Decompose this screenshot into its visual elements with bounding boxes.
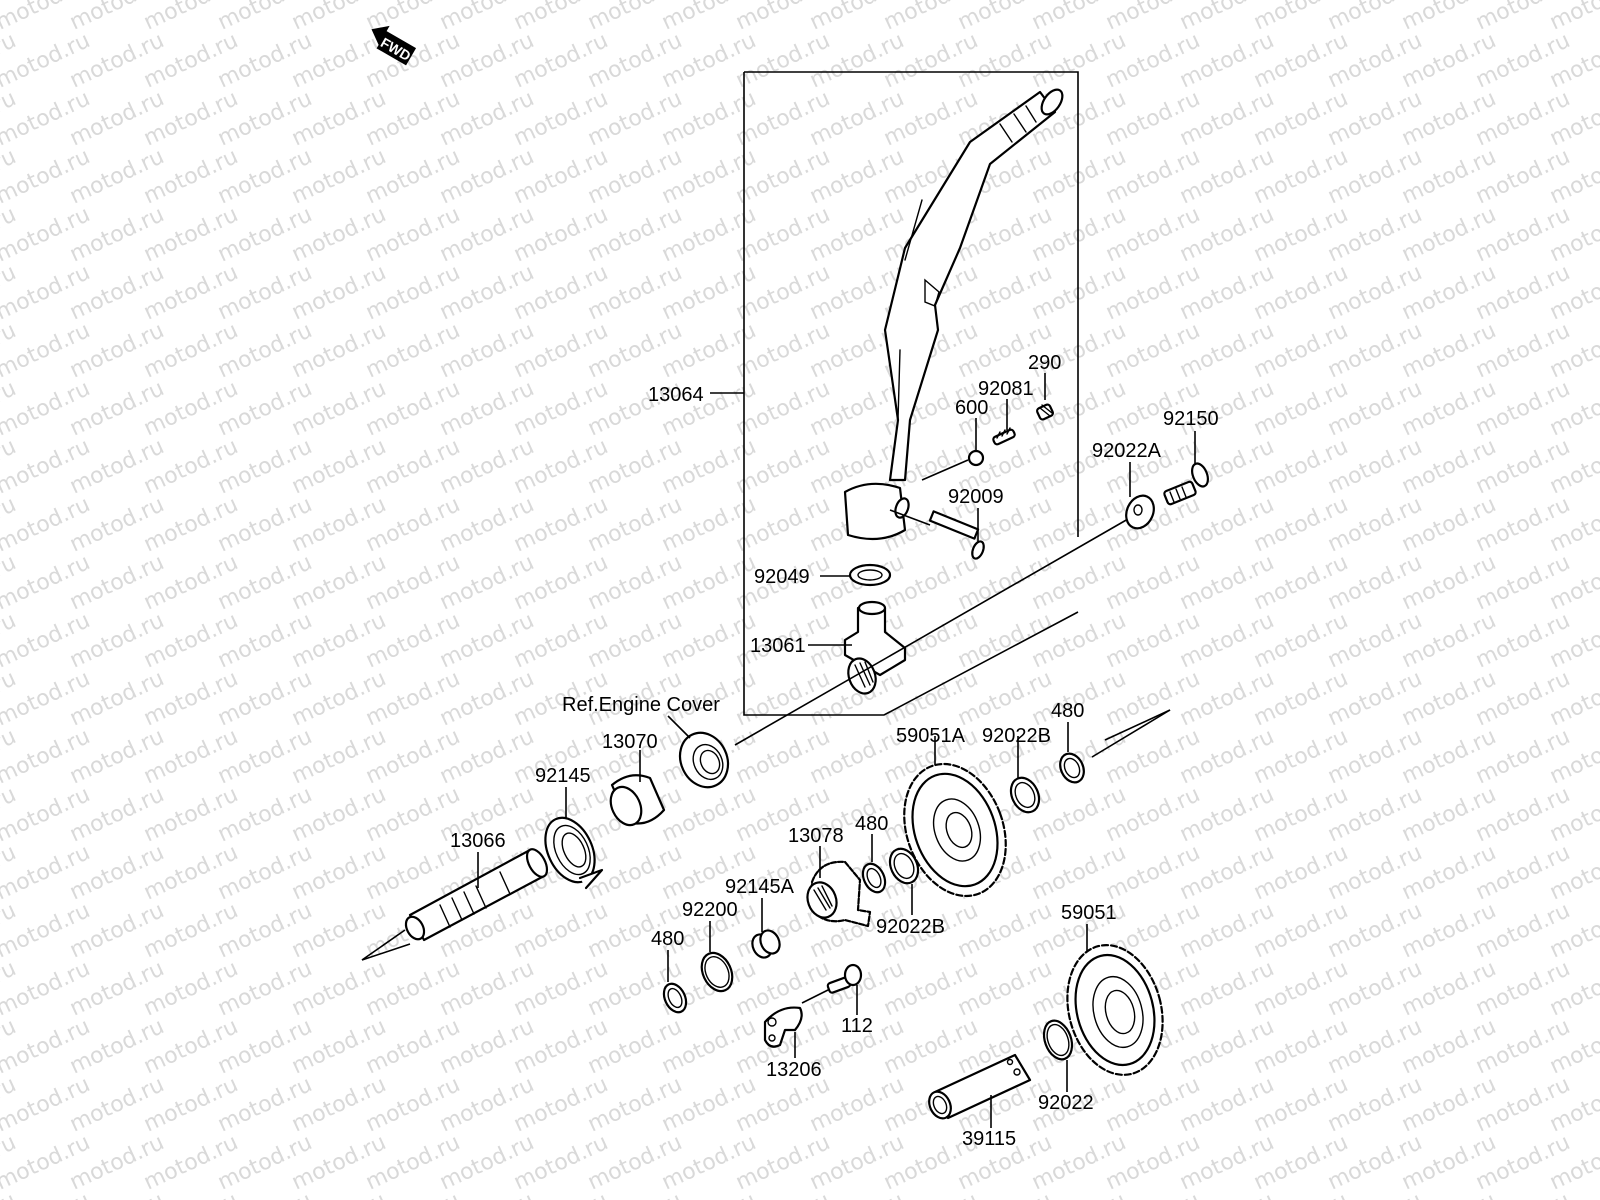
part-92022b-middle-washer bbox=[888, 847, 920, 885]
label-13078: 13078 bbox=[788, 825, 844, 847]
label-59051: 59051 bbox=[1061, 902, 1117, 924]
label-59051a: 59051A bbox=[896, 725, 966, 747]
part-92049-seal bbox=[848, 563, 892, 587]
label-290: 290 bbox=[1028, 352, 1061, 374]
label-112: 112 bbox=[841, 1015, 873, 1037]
label-13206: 13206 bbox=[766, 1059, 822, 1081]
kick-pedal bbox=[843, 88, 1064, 541]
label-92022: 92022 bbox=[1038, 1092, 1094, 1114]
part-290-cap bbox=[1036, 403, 1054, 421]
part-92081-spring bbox=[992, 427, 1016, 446]
part-480-middle-circlip bbox=[861, 862, 887, 894]
part-92022a-washer bbox=[1125, 494, 1155, 530]
label-480-middle: 480 bbox=[855, 813, 888, 835]
label-92022b-upper: 92022B bbox=[982, 725, 1051, 747]
part-92022-washer bbox=[1042, 1019, 1074, 1061]
label-13061: 13061 bbox=[750, 635, 806, 657]
pedal-assembly-box bbox=[710, 71, 1079, 716]
fwd-arrow-icon bbox=[371, 25, 417, 66]
label-92049: 92049 bbox=[754, 566, 810, 588]
watermark-text: motod.ru bbox=[1546, 0, 1600, 35]
label-92022a: 92022A bbox=[1092, 440, 1162, 462]
label-92009: 92009 bbox=[948, 486, 1004, 508]
part-92022b-upper-washer bbox=[1009, 776, 1041, 814]
label-92081: 92081 bbox=[978, 378, 1034, 400]
part-92145-spring bbox=[544, 816, 604, 890]
part-92200-washer bbox=[700, 951, 734, 993]
leader-lines bbox=[477, 373, 1196, 1128]
part-59051-gear bbox=[1066, 944, 1164, 1076]
part-92145a-spring bbox=[751, 929, 781, 959]
part-600-ball bbox=[967, 449, 985, 467]
label-92145a: 92145A bbox=[725, 876, 795, 898]
label-13070: 13070 bbox=[602, 731, 658, 753]
part-480-lower-circlip bbox=[662, 982, 688, 1014]
part-39115-shaft bbox=[928, 1053, 1032, 1120]
part-13078-ratchet bbox=[806, 860, 872, 928]
label-92200: 92200 bbox=[682, 899, 738, 921]
part-13070-guide bbox=[609, 774, 666, 827]
label-92145: 92145 bbox=[535, 765, 591, 787]
label-92150: 92150 bbox=[1163, 408, 1219, 430]
part-59051a-gear bbox=[903, 762, 1007, 898]
label-480-upper: 480 bbox=[1051, 700, 1084, 722]
part-labels: 13064 290 92081 600 92009 92049 13061 92… bbox=[450, 352, 1219, 1150]
part-cover-seal bbox=[678, 731, 730, 789]
label-13066: 13066 bbox=[450, 830, 506, 852]
part-92150-bolt bbox=[1163, 462, 1209, 506]
part-13066-shaft bbox=[361, 848, 549, 961]
label-600: 600 bbox=[955, 397, 988, 419]
watermark-text: motod.ru bbox=[0, 1188, 20, 1200]
part-13206-stopper bbox=[763, 1006, 803, 1048]
part-112-bolt bbox=[801, 963, 863, 1004]
label-39115: 39115 bbox=[962, 1128, 1016, 1150]
part-92009-bolt bbox=[889, 509, 985, 560]
label-480-lower: 480 bbox=[651, 928, 684, 950]
part-480-upper-circlip bbox=[1059, 752, 1085, 784]
label-92022b-middle: 92022B bbox=[876, 916, 945, 938]
label-ref-engine-cover: Ref.Engine Cover bbox=[562, 694, 720, 716]
label-13064: 13064 bbox=[648, 384, 704, 406]
